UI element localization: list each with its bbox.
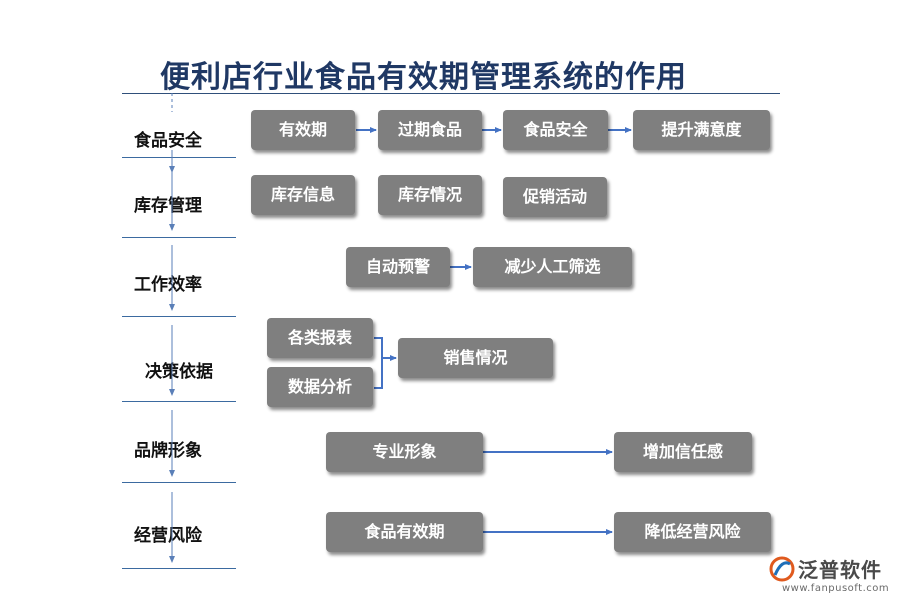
node-food-validity: 食品有效期 [326, 512, 483, 552]
category-risk: 经营风险 [134, 526, 202, 546]
node-reduce-risk: 降低经营风险 [614, 512, 771, 552]
category-separator [122, 482, 236, 483]
node-auto-warning: 自动预警 [346, 247, 450, 287]
category-decision: 决策依据 [145, 362, 213, 382]
node-promotion: 促销活动 [503, 177, 607, 217]
node-food-safety: 食品安全 [503, 110, 608, 150]
node-reduce-manual: 减少人工筛选 [473, 247, 632, 287]
node-stock-info: 库存信息 [251, 175, 355, 215]
node-stock-status: 库存情况 [378, 175, 482, 215]
bracket-reports-analysis-to-sales [374, 337, 397, 389]
category-brand: 品牌形象 [134, 441, 202, 461]
logo-mark-icon [769, 556, 795, 582]
category-separator [122, 568, 236, 569]
category-separator [122, 157, 236, 158]
node-expired-food: 过期食品 [378, 110, 482, 150]
company-logo: 泛普软件 www.fanpusoft.com [768, 553, 893, 597]
category-separator [122, 316, 236, 317]
node-trust: 增加信任感 [614, 432, 752, 472]
category-efficiency: 工作效率 [134, 275, 202, 295]
category-inventory: 库存管理 [134, 196, 202, 216]
logo-url: www.fanpusoft.com [782, 583, 890, 594]
title-underline [122, 93, 780, 94]
node-reports: 各类报表 [267, 318, 373, 358]
node-data-analysis: 数据分析 [267, 367, 373, 407]
category-separator [122, 237, 236, 238]
category-separator [122, 401, 236, 402]
node-satisfaction: 提升满意度 [633, 110, 770, 150]
node-professional-image: 专业形象 [326, 432, 483, 472]
logo-name: 泛普软件 [798, 558, 882, 582]
node-sales: 销售情况 [398, 338, 553, 378]
diagram-title: 便利店行业食品有效期管理系统的作用 [160, 60, 687, 95]
node-validity: 有效期 [251, 110, 355, 150]
category-food-safety: 食品安全 [134, 131, 202, 151]
